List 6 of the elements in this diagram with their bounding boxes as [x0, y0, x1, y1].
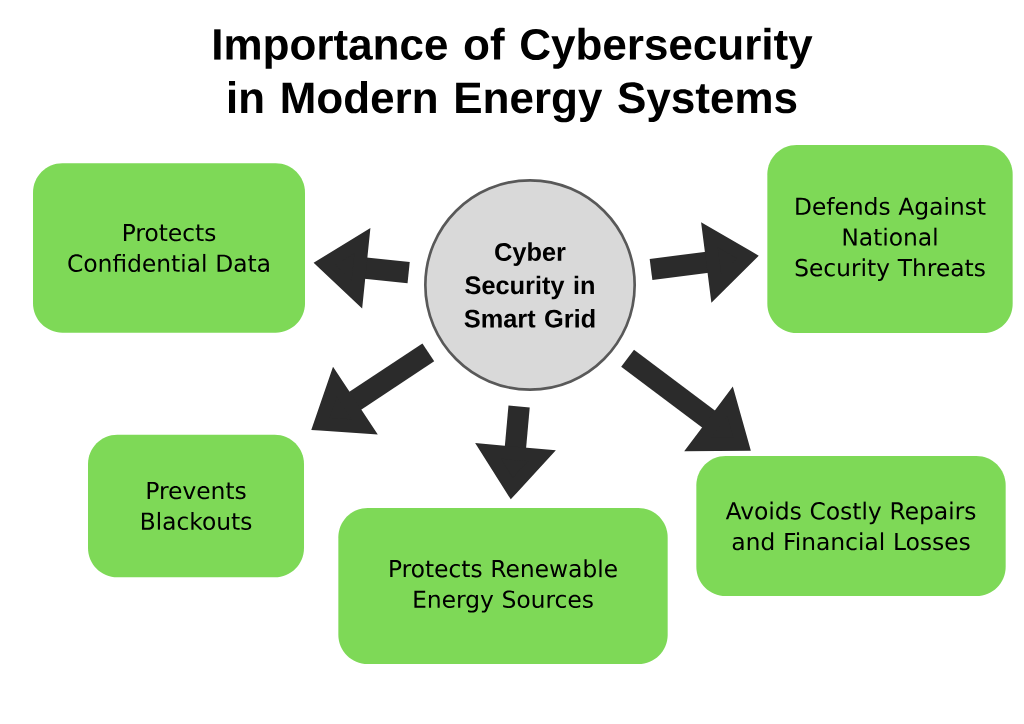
benefit-box: Prevents Blackouts [88, 434, 304, 578]
benefit-box: Protects Renewable Energy Sources [338, 508, 668, 664]
benefit-box: Protects Confidential Data [33, 163, 305, 333]
benefit-box: Avoids Costly Repairs and Financial Losses [696, 456, 1006, 596]
title: Importance of Cybersecurity in Modern Energy Systems [214, 27, 813, 123]
benefit-box: Defends Against National Security Threats [767, 145, 1013, 333]
